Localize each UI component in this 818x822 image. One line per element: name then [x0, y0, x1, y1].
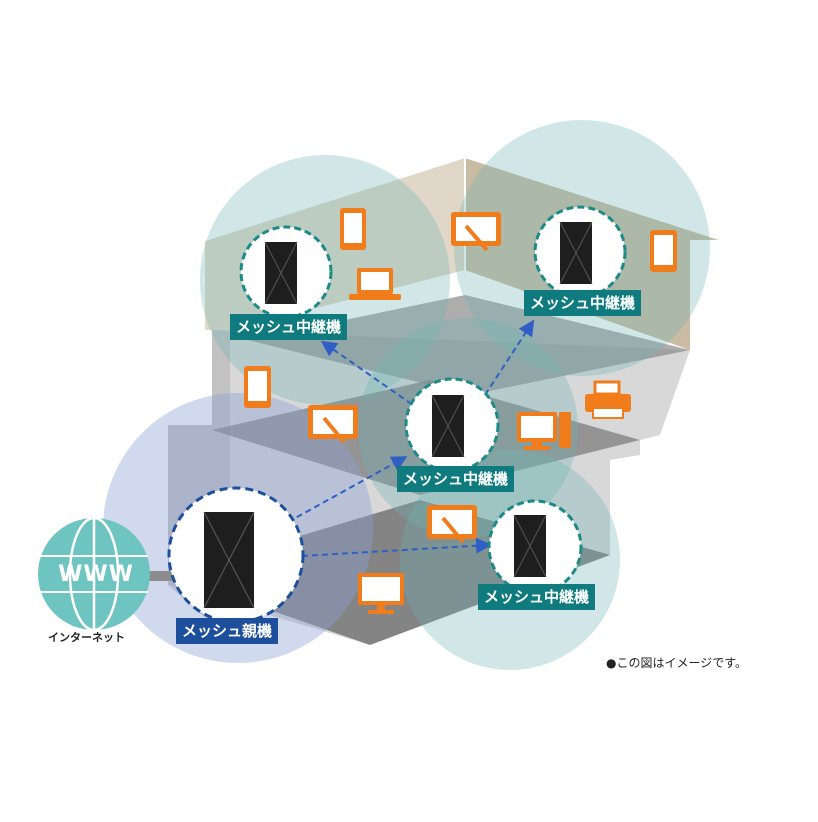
router-node-parent [167, 486, 305, 624]
mesh-links [287, 319, 535, 557]
router-node-top-right [533, 205, 627, 299]
link-parent-to-center [287, 456, 408, 523]
globe-icon [38, 516, 150, 632]
internet-globe [38, 516, 174, 632]
internet-cable [142, 571, 174, 581]
laptop-icon [349, 268, 401, 300]
relay-label-bottom: メッシュ中継機 [478, 584, 596, 610]
desktop-icon [517, 412, 571, 450]
top-floor-slab [248, 295, 690, 395]
link-parent-to-bottom [301, 537, 492, 557]
pen-tablet-icon [451, 212, 501, 252]
relay-label-top-left: メッシュ中継機 [230, 314, 348, 340]
link-center-to-top-right [484, 319, 535, 396]
printer-icon [585, 380, 631, 419]
image-note: ●この図はイメージです。 [606, 656, 748, 670]
router-node-center [404, 377, 500, 473]
parent-label: メッシュ親機 [176, 618, 279, 644]
tablet-icon [340, 208, 366, 250]
pen-tablet-icon [308, 405, 358, 444]
devices [244, 208, 677, 614]
tablet-icon [650, 230, 677, 272]
relay-label-center: メッシュ中継機 [397, 466, 515, 492]
monitor-icon [358, 573, 404, 614]
relay-label-top-right: メッシュ中継機 [524, 290, 642, 316]
router-node-top-left [239, 225, 333, 319]
router-node-bottom [487, 499, 583, 595]
pen-tablet-icon [427, 505, 477, 544]
internet-label: インターネット [48, 631, 125, 644]
www-text: WWW [58, 562, 134, 587]
tablet-icon [244, 366, 271, 408]
